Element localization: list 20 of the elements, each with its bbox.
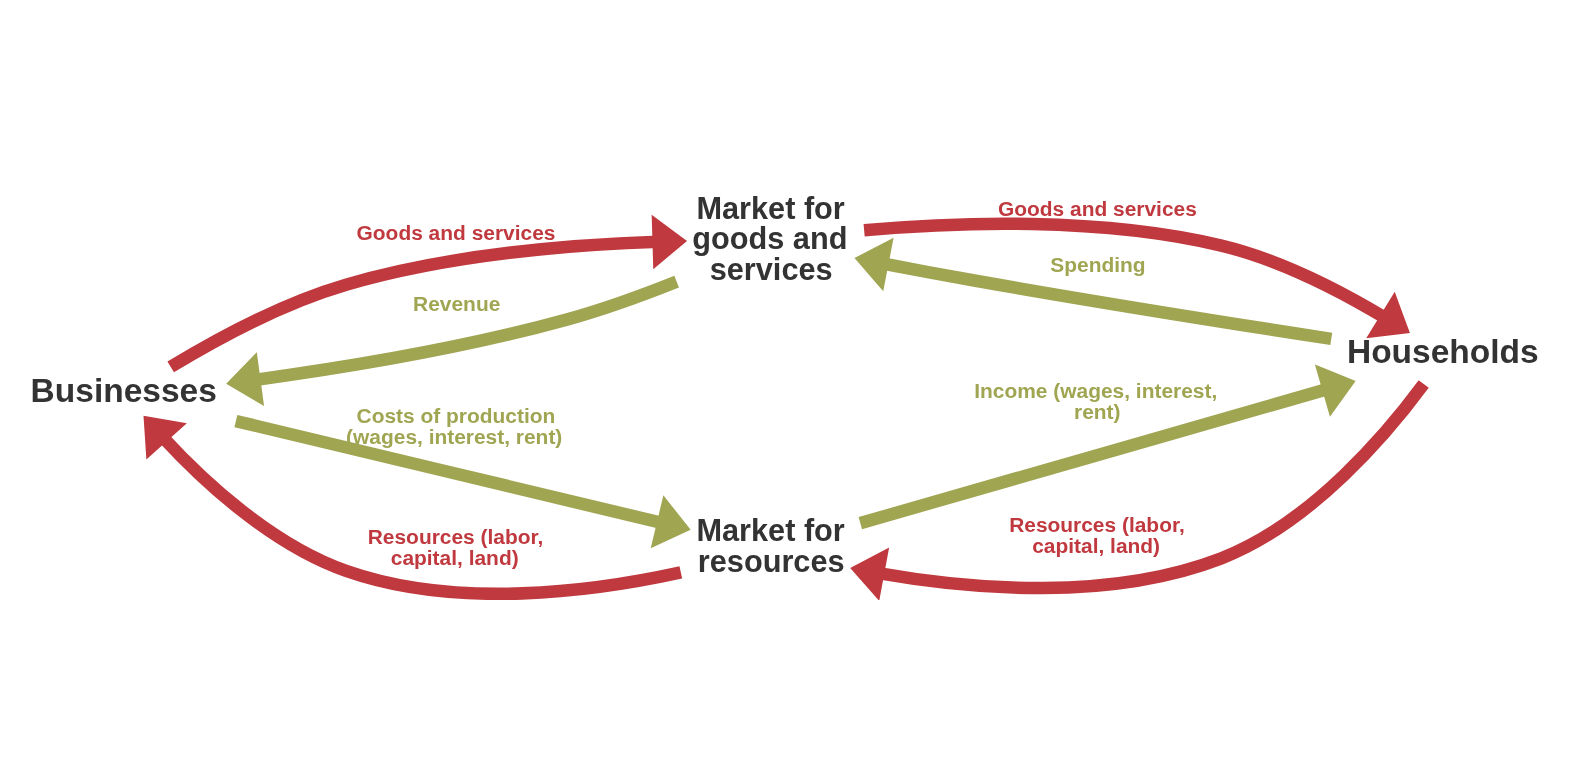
edge-label: Resources (labor, capital, land) <box>367 525 544 570</box>
node-text: Market for resources <box>696 512 845 579</box>
edge-label: Costs of production (wages, interest, rent) <box>346 403 563 448</box>
edge-label: Income (wages, interest, rent) <box>974 378 1218 423</box>
arrow <box>863 217 1410 339</box>
arrow <box>234 414 691 549</box>
edge-label: Resources (labor, capital, land) <box>1009 512 1185 557</box>
arrow <box>850 380 1429 600</box>
edge-label: Goods and services <box>356 221 556 245</box>
edge-label: Spending <box>1050 253 1146 277</box>
node-text: Households <box>1346 333 1539 371</box>
edge-label: Goods and services <box>997 197 1197 221</box>
arrow <box>858 364 1356 530</box>
edge-label: Revenue <box>413 292 501 316</box>
node-text: Market for goods and services <box>692 190 848 287</box>
arrow <box>143 415 683 600</box>
arrow <box>854 237 1333 346</box>
node-text: Businesses <box>30 372 217 410</box>
arrow <box>226 275 679 407</box>
arrow <box>167 214 688 373</box>
